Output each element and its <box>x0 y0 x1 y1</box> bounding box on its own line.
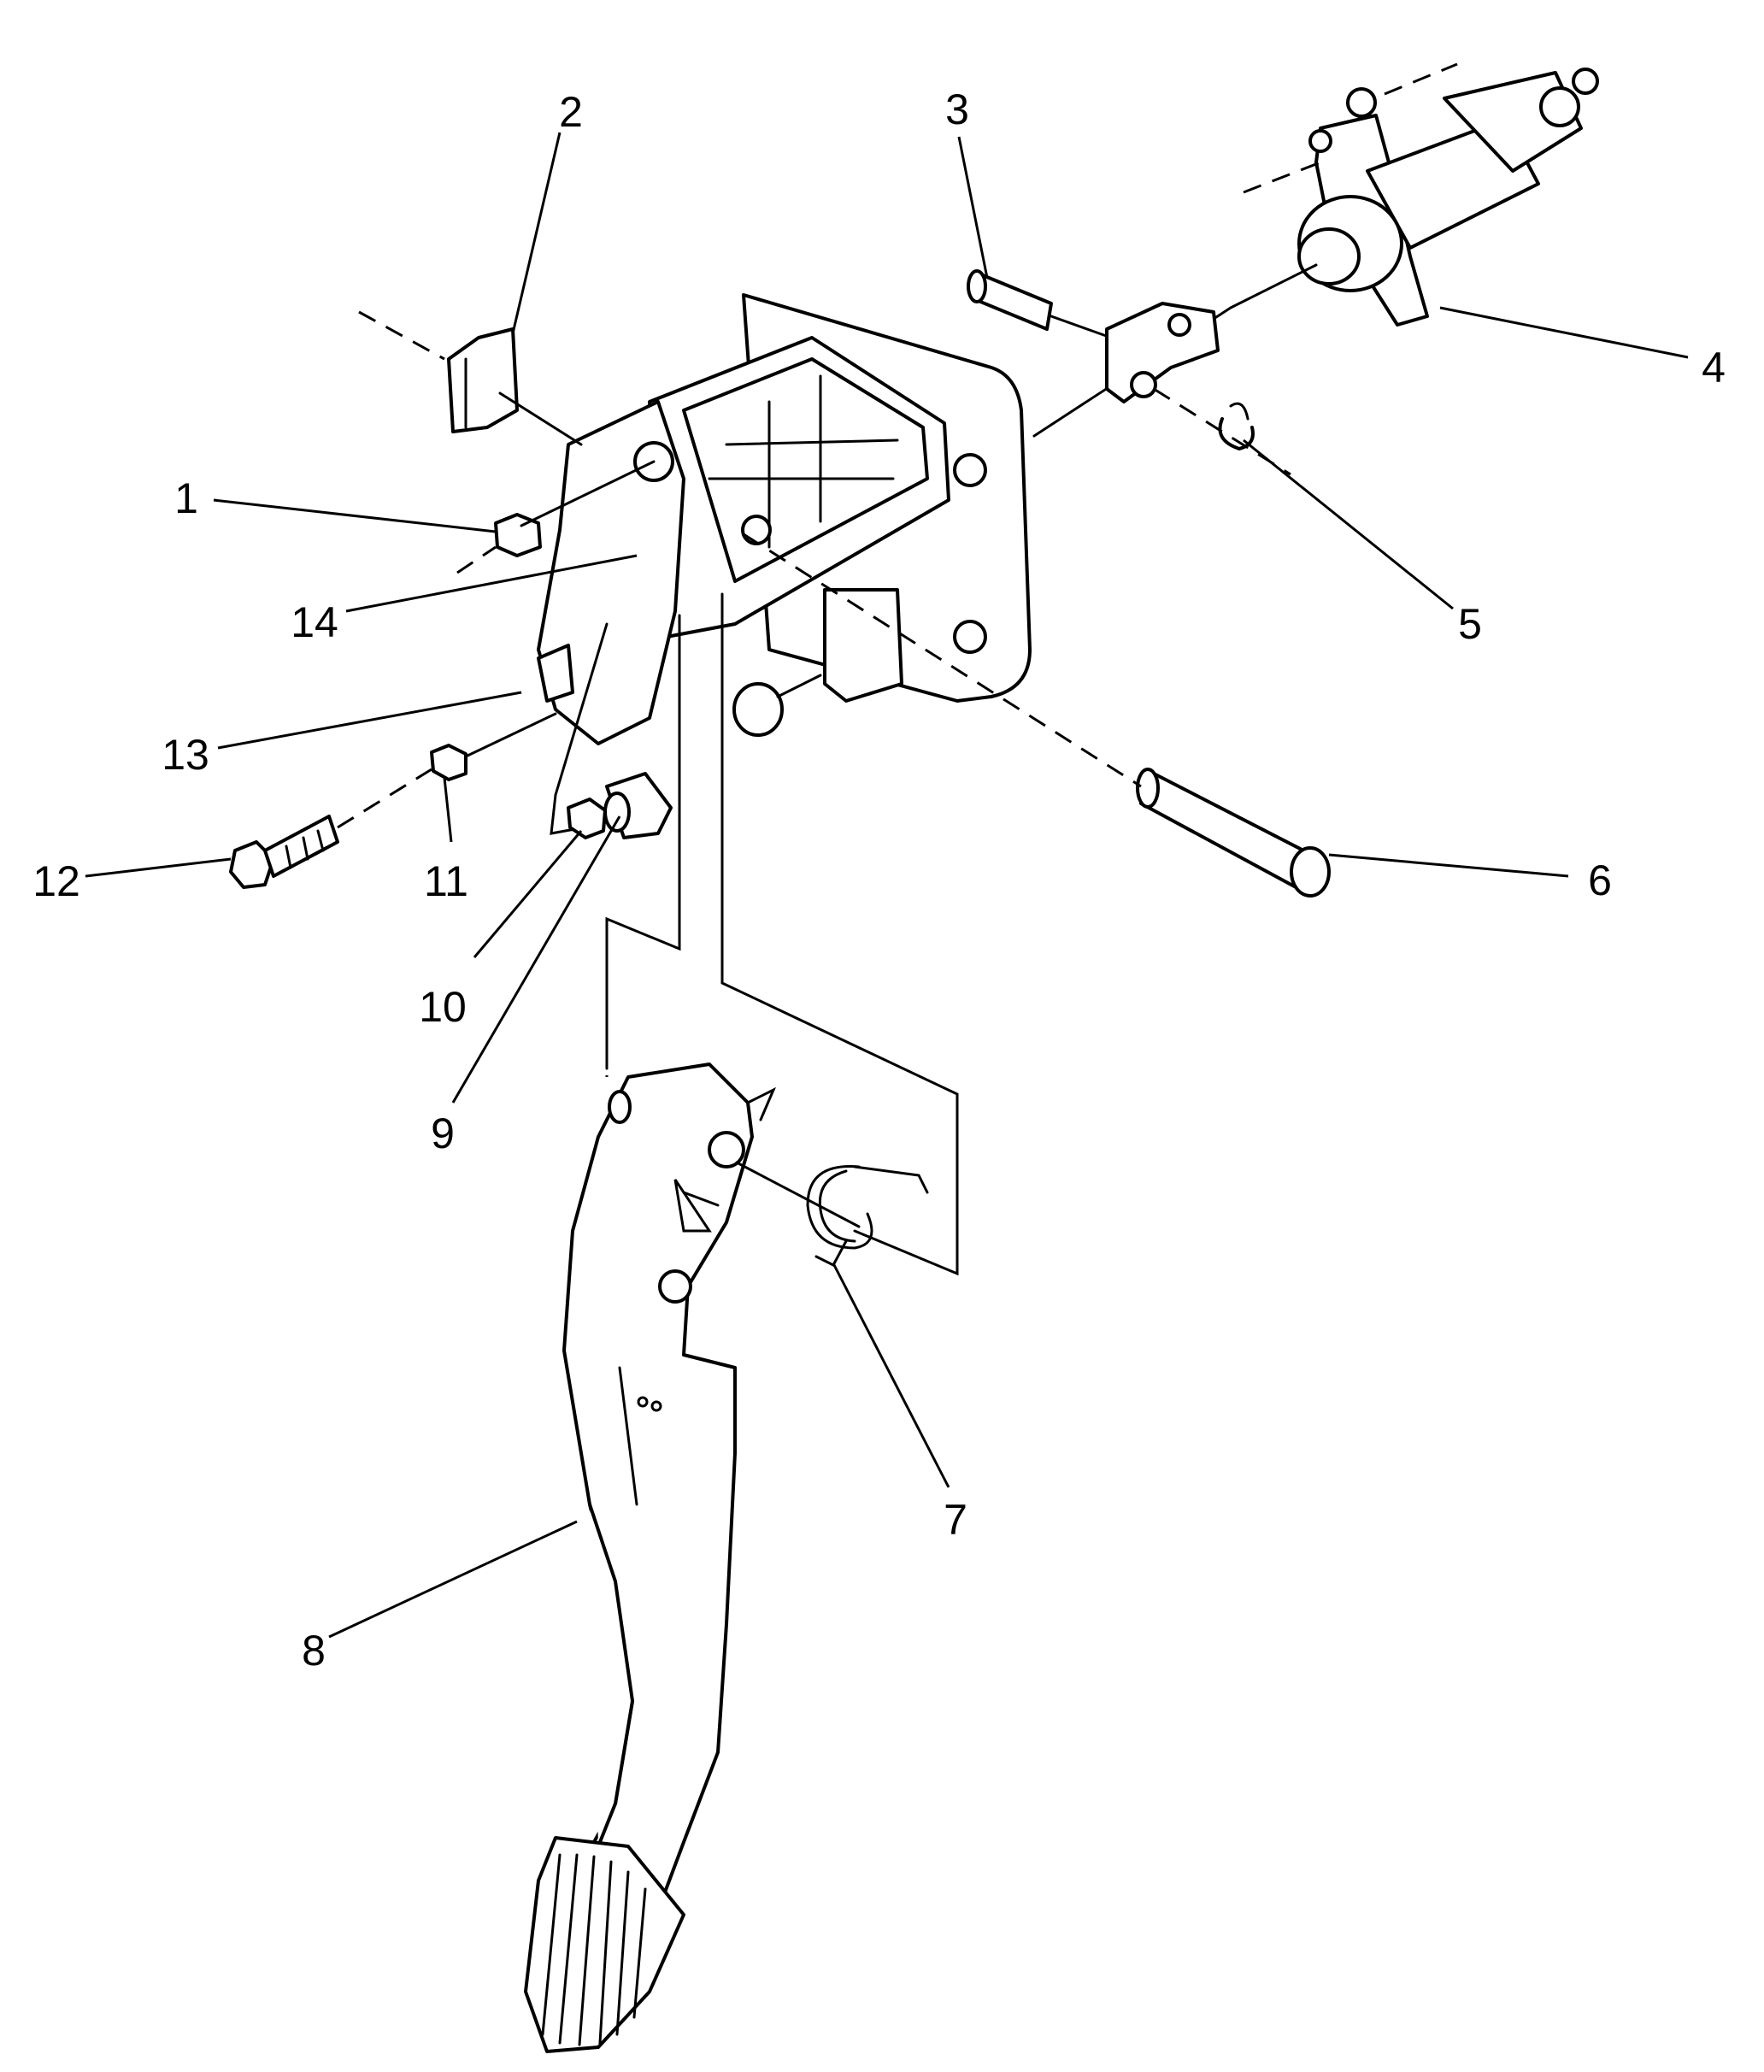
return-spring-part-7 <box>806 1165 929 1267</box>
pedal-arm-part-8 <box>524 1062 861 2053</box>
callout-labels: 1 2 3 4 5 6 7 8 9 10 11 12 13 14 <box>32 85 1726 1675</box>
bolt-part-12 <box>229 840 275 889</box>
callout-11: 11 <box>424 857 468 905</box>
pedal-bracket-assembly <box>537 293 1032 745</box>
master-cylinder-part-4 <box>1032 62 1599 438</box>
callout-14: 14 <box>291 598 338 646</box>
callout-12: 12 <box>32 857 80 905</box>
nut-part-1 <box>494 513 542 557</box>
clevis <box>1105 302 1220 403</box>
callout-1: 1 <box>174 474 198 522</box>
washer-part-11 <box>430 744 467 781</box>
clip-part-2 <box>358 310 583 446</box>
nut-part-10 <box>567 798 607 839</box>
hardware <box>229 460 673 889</box>
callout-8: 8 <box>302 1627 326 1675</box>
pivot-shaft-part-6 <box>743 533 1331 898</box>
callout-4: 4 <box>1702 344 1726 391</box>
alignment-guides <box>550 592 959 1276</box>
leader-lines <box>85 132 1689 1639</box>
callout-2: 2 <box>559 88 583 136</box>
callout-10: 10 <box>419 983 467 1031</box>
callout-13: 13 <box>162 731 209 779</box>
callout-5: 5 <box>1458 600 1482 648</box>
callout-6: 6 <box>1588 856 1612 904</box>
pin-part-3 <box>967 269 1113 339</box>
callout-7: 7 <box>944 1496 967 1544</box>
callout-3: 3 <box>945 85 969 133</box>
callout-9: 9 <box>431 1110 455 1157</box>
